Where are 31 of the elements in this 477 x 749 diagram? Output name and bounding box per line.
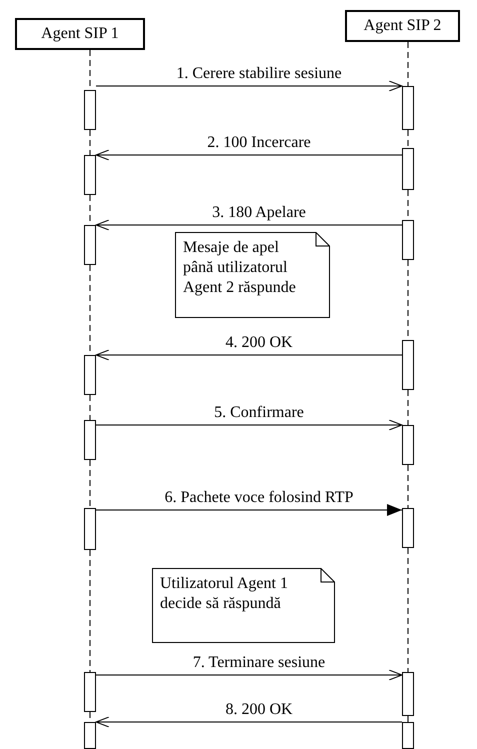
activation-bar	[84, 155, 96, 195]
activation-bar	[84, 420, 96, 460]
activation-bar	[402, 672, 414, 716]
activation-bar	[402, 508, 414, 548]
activation-bar	[84, 508, 96, 550]
note-box	[152, 568, 335, 643]
note-box	[175, 232, 330, 318]
participant-box: Agent SIP 1	[15, 18, 145, 50]
message-arrow	[96, 670, 402, 680]
activation-bar	[84, 672, 96, 712]
message-arrow	[96, 80, 402, 92]
message-arrow	[96, 150, 402, 160]
activation-bar	[402, 340, 414, 390]
message-arrow	[96, 716, 402, 728]
note-text: Utilizatorul Agent 1 decide să răspundă	[160, 575, 288, 612]
activation-bar	[402, 425, 414, 465]
activation-bar	[84, 225, 96, 265]
activation-bar	[402, 86, 414, 130]
activation-bar	[84, 90, 96, 130]
edge-label: 3. 180 Apelare	[210, 204, 308, 222]
message-arrow	[96, 504, 402, 516]
message-arrow	[96, 220, 402, 230]
message-arrow	[96, 350, 402, 360]
note-text: Mesaje de apel până utilizatorul Agent 2 răspunde	[183, 239, 296, 296]
activation-bar	[84, 355, 96, 395]
message-arrow	[96, 420, 402, 430]
participant-box: Agent SIP 2	[345, 10, 460, 42]
activation-bar	[402, 220, 414, 260]
activation-bar	[402, 148, 414, 190]
activation-bar	[402, 722, 414, 749]
activation-bar	[84, 722, 96, 749]
